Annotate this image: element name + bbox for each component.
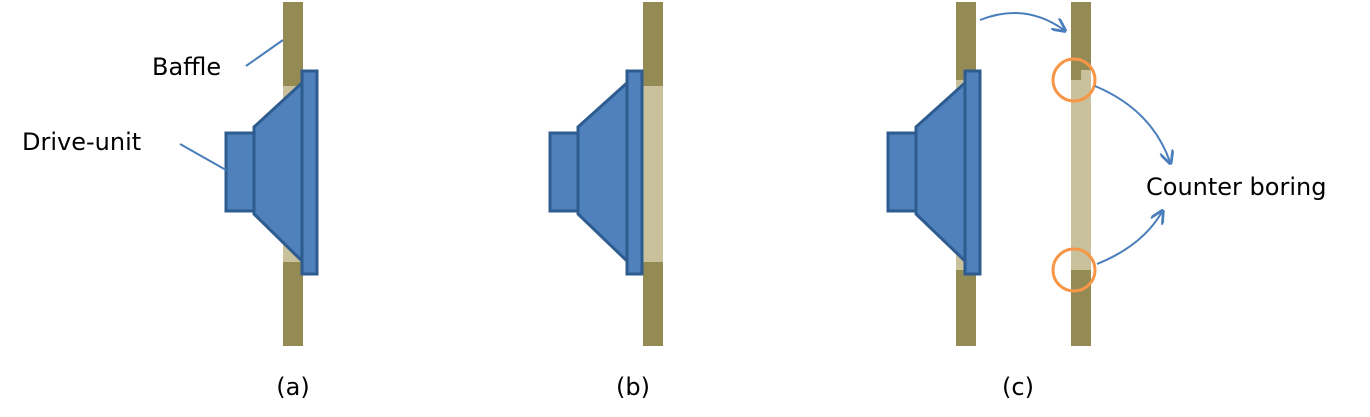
driver-flange-b [625,69,644,276]
drive-unit-leader-line [179,143,227,171]
driver-flange-a [300,69,319,276]
driver-cone-c [914,78,968,266]
baffle-cutout-c2 [1071,80,1091,270]
counter-bore-top-circle [1051,57,1097,103]
driver-flange-c [963,69,982,276]
driver-cone-a [252,78,305,266]
counter-bore-arrow-top [1094,85,1170,162]
driver-magnet-a [224,131,256,213]
baffle-leader-line [245,39,284,67]
baffle-cutout-b [641,86,663,262]
counter-bore-arrow-bottom [1096,212,1162,265]
counter-bore-bottom-circle [1051,247,1097,293]
baffle-top-a [283,2,303,86]
transition-arrow [979,11,1064,30]
driver-cone-b [576,78,630,266]
panel-a: Baffle Drive-unit (a) [22,2,319,401]
baffle-bottom-a [283,262,303,346]
caption-a: (a) [276,373,309,401]
drive-unit-b [548,69,644,276]
panel-b: (b) [548,2,663,401]
counter-boring-label: Counter boring [1146,173,1326,201]
drive-unit-c [886,69,982,276]
baffle-top-c1 [956,2,976,80]
baffle-bottom-c1 [956,270,976,346]
driver-magnet-b [548,131,580,213]
drive-unit-a [224,69,319,276]
baffle-top-c2 [1071,2,1091,80]
caption-b: (b) [616,373,650,401]
baffle-label: Baffle [152,53,221,81]
baffle-recess-top-c2 [1081,70,1091,80]
driver-magnet-c [886,131,918,213]
panel-c: Counter boring (c) [886,2,1326,401]
caption-c: (c) [1002,373,1034,401]
drive-unit-label: Drive-unit [22,128,141,156]
baffle-bottom-b [643,262,663,346]
baffle-top-b [643,2,663,86]
baffle-bottom-inner-c2 [1071,270,1081,280]
baffle-bottom-c2 [1071,270,1091,346]
